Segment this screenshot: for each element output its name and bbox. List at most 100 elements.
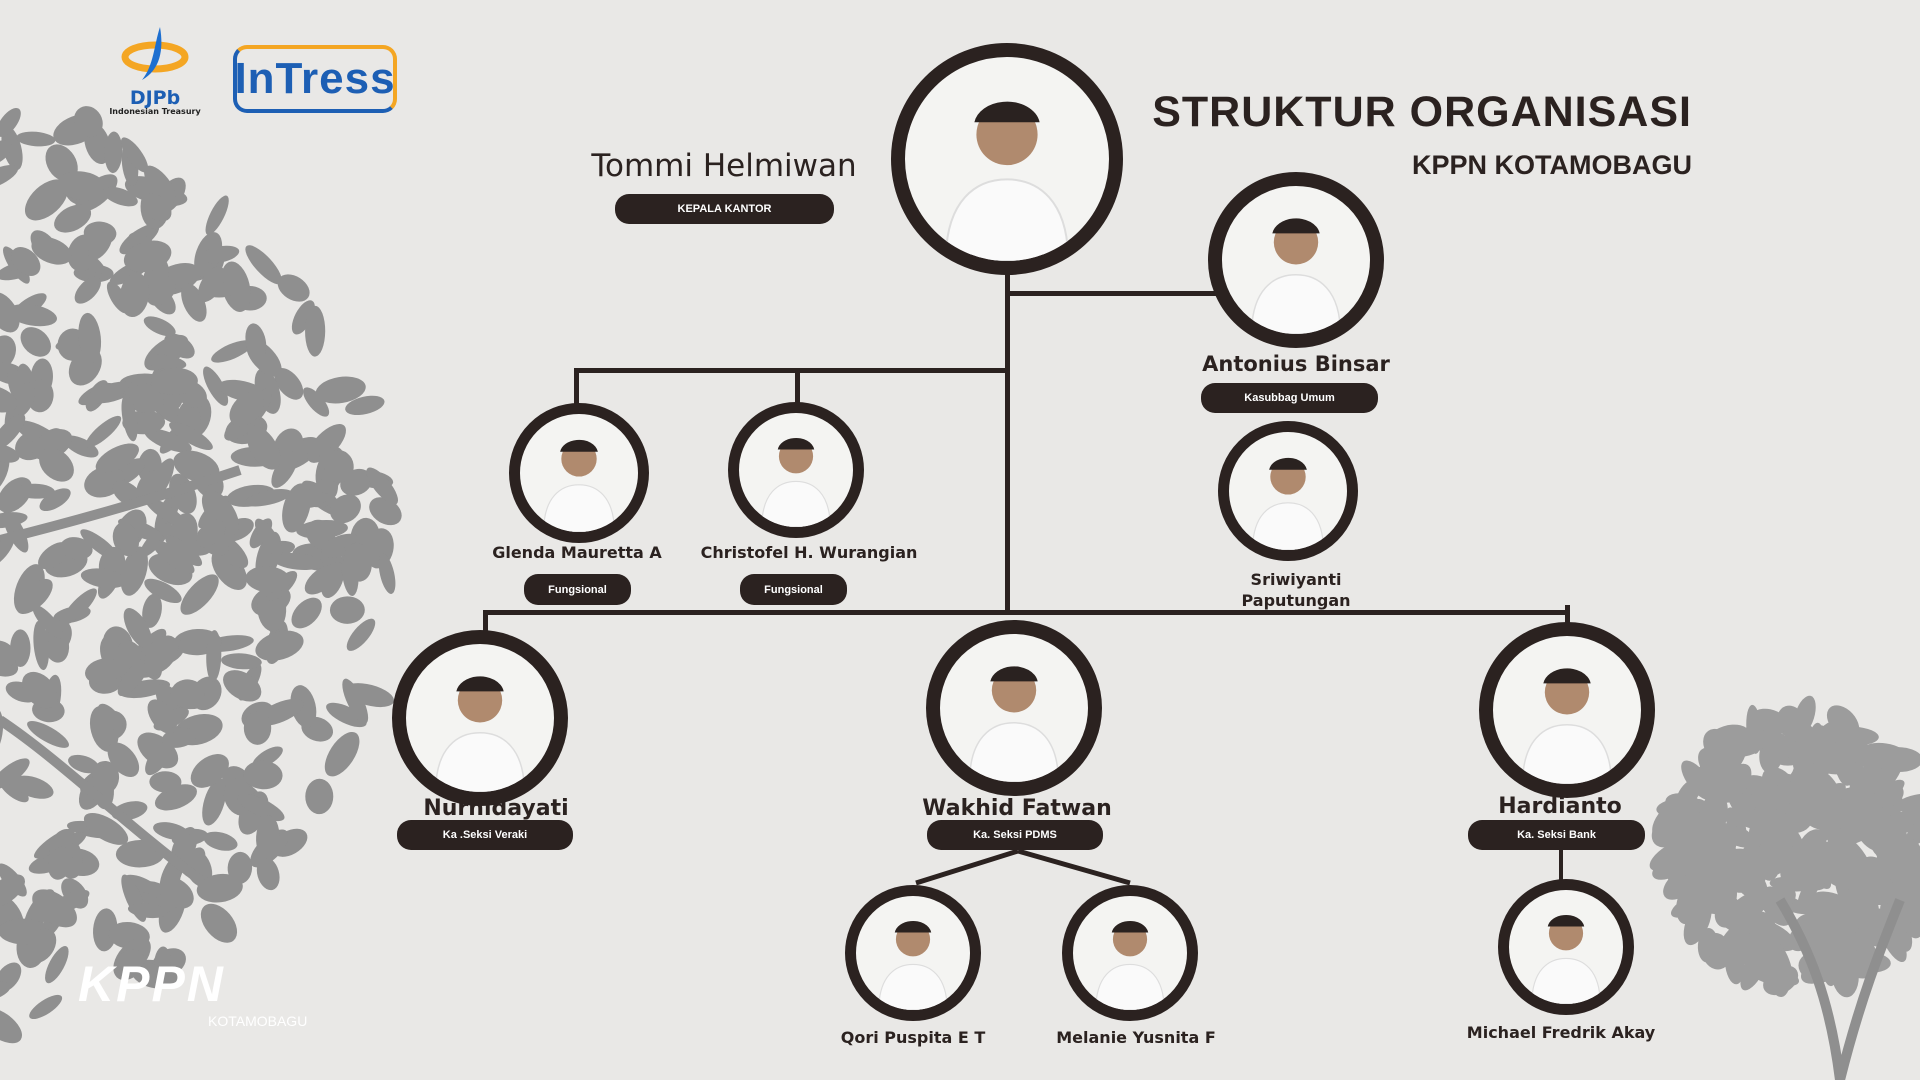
leaf-icon [243,711,272,745]
fungsional-photo [509,403,649,543]
section-role-badge: Ka .Seksi Veraki [397,820,573,850]
page-subtitle: KPPN KOTAMOBAGU [1412,150,1692,180]
staff-photo [1498,879,1634,1015]
leaf-icon [145,497,187,527]
umum-photo [1208,172,1384,348]
leaf-icon [45,946,69,984]
leaf-icon [201,490,239,536]
leaf-icon [67,234,99,272]
person-photo-icon [434,676,526,792]
leaf-icon [290,685,317,728]
leaf-icon [274,368,304,400]
leaf-icon [1850,868,1889,896]
leaf-icon [0,413,26,452]
leaf-icon [223,670,262,702]
leaf-icon [254,518,283,557]
leaf-icon [1751,827,1791,867]
leaf-icon [1717,823,1752,848]
leaf-icon [87,381,136,404]
leaf-icon [85,415,122,448]
leaf-icon [190,754,229,788]
leaf-icon [98,703,123,731]
leaf-icon [1723,727,1768,757]
leaf-icon [78,312,102,363]
leaf-icon [121,394,138,442]
leaf-icon [27,721,69,748]
leaf-icon [237,793,285,822]
leaf-icon [245,566,291,593]
leaf-icon [1708,945,1743,967]
section-photo [926,620,1102,796]
leaf-icon [307,423,346,463]
leaf-icon [95,443,139,473]
leaf-icon [107,742,140,778]
leaf-icon [1670,834,1694,879]
leaf-icon [146,354,187,370]
leaf-icon [0,335,16,370]
leaf-icon [173,450,220,483]
leaf-icon [345,395,385,416]
leaf-icon [229,391,264,427]
connector [795,368,800,408]
leaf-icon [342,678,369,724]
leaf-icon [315,376,366,404]
leaf-icon [1683,898,1712,946]
leaf-icon [1871,833,1920,863]
leaf-icon [120,546,148,596]
connector [1005,270,1010,614]
leaf-icon [1859,744,1882,782]
leaf-icon [127,903,168,919]
leaf-icon [324,731,360,777]
staff-name: Melanie Yusnita F [1056,1028,1216,1047]
leaf-icon [26,928,57,963]
leaf-icon [113,949,145,981]
leaf-icon [1791,770,1809,817]
leaf-icon [303,387,330,417]
section-name: Hardianto [1498,794,1622,819]
person-photo-icon [878,920,948,1010]
leaf-icon [61,588,97,625]
leaf-icon [83,812,129,845]
leaf-icon [57,171,107,201]
leaf-icon [203,366,229,406]
leaf-icon [12,382,36,417]
leaf-icon [244,488,292,507]
connector [574,368,579,408]
section-photo [1479,622,1655,798]
leaf-icon [73,106,103,138]
leaf-icon [221,261,251,312]
leaf-icon [202,778,227,826]
umum-role-badge: Kasubbag Umum [1201,383,1378,413]
leaf-icon [196,519,226,548]
leaf-icon [211,340,253,363]
leaf-icon [203,831,238,851]
fungsional-role-badge: Fungsional [740,574,847,605]
leaf-icon [1670,889,1719,918]
leaf-icon [1842,894,1869,929]
leaf-icon [32,604,64,639]
leaf-icon [378,553,396,594]
leaf-icon [141,193,172,222]
leaf-icon [11,247,41,276]
section-role-badge: Ka. Seksi PDMS [927,820,1103,850]
leaf-icon [60,537,93,560]
fungsional-photo [728,402,864,538]
leaf-icon [120,137,149,173]
leaf-icon [165,535,203,567]
leaf-icon [1727,891,1769,924]
page-title: STRUKTUR ORGANISASI [1152,88,1692,136]
leaf-icon [151,367,198,396]
leaf-icon [68,754,100,774]
leaf-icon [143,316,176,337]
staff-photo [845,885,981,1021]
person-photo-icon [1531,914,1601,1004]
leaf-icon [256,815,280,859]
person-photo-icon [1252,457,1324,550]
staff-photo [1218,421,1358,561]
leaf-icon [304,564,339,595]
leaf-icon [221,653,262,670]
leaf-icon [330,494,361,524]
section-name: Wakhid Fatwan [922,796,1112,821]
person-photo-icon [761,437,831,527]
